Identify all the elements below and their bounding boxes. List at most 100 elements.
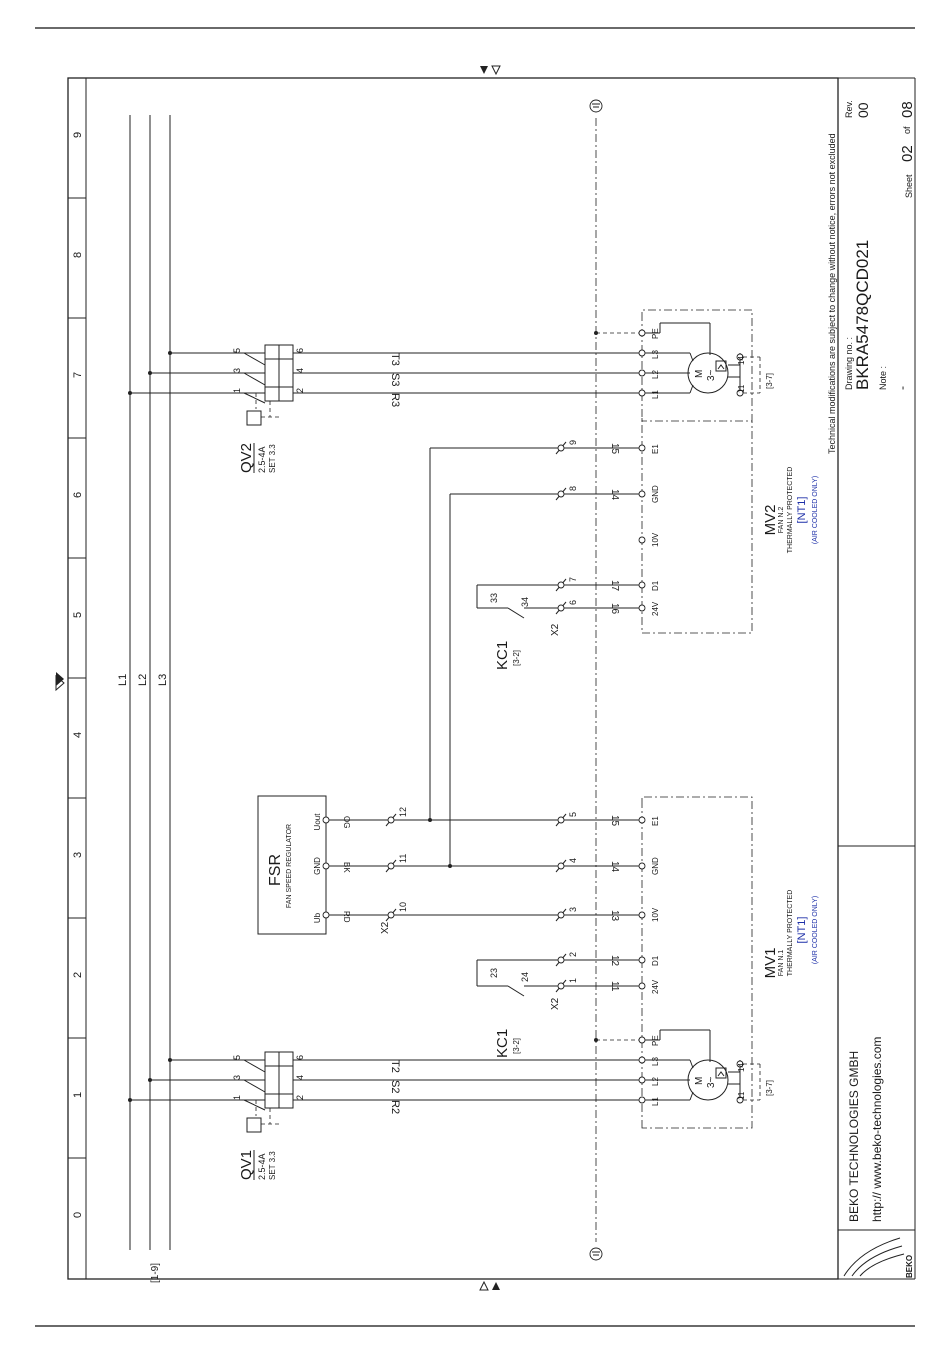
kc1-ref-1: [3-2]	[512, 1038, 521, 1054]
fsr-pin-ub: Ub	[313, 912, 322, 923]
grid-col-5: 5	[72, 612, 84, 618]
fsr-pin-uout: Uout	[313, 813, 322, 831]
x2-pin-1: 1	[568, 978, 578, 983]
x2-fsr-terminals: 10 11 12 X2 3 4 5	[329, 807, 642, 934]
kc1-tag-2: KC1	[494, 641, 511, 670]
rev-value: 00	[855, 102, 871, 118]
wire-t3: T3	[389, 353, 401, 366]
logo-text: BEKO	[905, 1255, 914, 1278]
mv2-term-l1: L1	[651, 390, 660, 399]
qv2-set: SET 3.3	[268, 444, 277, 473]
fsr-regulator: FSR FAN SPEED REGULATOR Ub GND Uout RD B…	[257, 795, 351, 935]
kc1-contact-34: 34	[520, 597, 530, 607]
breaker-qv1: 1 3 5 2 4 6 QV1 2.5-4A SET 3.3	[128, 1051, 305, 1180]
qv2-in-1: 1	[232, 388, 242, 393]
grid-col-4: 4	[72, 732, 84, 738]
title-block: Technical modifications are subject to c…	[827, 77, 916, 1280]
qv2-in-3: 3	[232, 368, 242, 373]
motor-mv2-symbol	[687, 352, 729, 394]
qv1-set: SET 3.3	[268, 1151, 277, 1180]
company-name: BEKO TECHNOLOGIES GMBH	[847, 1051, 861, 1222]
qv1-out-6: 6	[295, 1055, 305, 1060]
grid-strip: 0 1 2 3 4 5 6 7 8 9	[68, 132, 86, 1218]
mv1-term-e1: E1	[651, 816, 660, 826]
grid-col-9: 9	[72, 132, 84, 138]
rev-label: Rev.	[844, 100, 854, 118]
mv2-thermal: THERMALLY PROTECTED	[787, 467, 794, 553]
qv2-out-6: 6	[295, 348, 305, 353]
x2-pin-8: 8	[568, 486, 578, 491]
x2-label-mv2: X2	[550, 623, 561, 636]
x2-pin-10: 10	[398, 902, 408, 912]
bus-ref: [1-9]	[150, 1263, 161, 1283]
mv2-term-e1: E1	[651, 444, 660, 454]
mv1-term-gnd: GND	[651, 857, 660, 875]
wire-16: 16	[609, 603, 620, 615]
fsr-tag: FSR	[267, 854, 284, 886]
fan-mv2: L1 L2 L3 PE 24V D1 10V GND E1 M 3~ 11 14…	[594, 309, 819, 634]
mv1-term-24v: 24V	[651, 979, 660, 994]
earth-line	[589, 99, 603, 1261]
mv2-cool: (AIR COOLED ONLY)	[812, 476, 819, 544]
mv1-term-l3: L3	[651, 1057, 660, 1066]
x2-pin-6: 6	[568, 600, 578, 605]
sheet-number: 02	[899, 145, 916, 162]
wire-t2: T2	[389, 1060, 401, 1073]
motor-mv1-symbol	[687, 1059, 729, 1101]
mv1-term-10v: 10V	[651, 907, 660, 922]
mv1-th-14: 14	[737, 1063, 746, 1072]
mv1-term-pe: PE	[651, 1035, 660, 1046]
wire-15b: 15	[609, 443, 620, 455]
wire-12: 12	[609, 955, 620, 967]
qv1-in-3: 3	[232, 1075, 242, 1080]
x2-pin-12: 12	[398, 807, 408, 817]
mv2-term-10v: 10V	[651, 532, 660, 547]
fsr-pin-gnd: GND	[313, 857, 322, 875]
x2-pin-7: 7	[568, 577, 578, 582]
wire-14b: 14	[609, 489, 620, 501]
qv1-tag: QV1	[238, 1150, 255, 1180]
mv2-tag: MV2	[762, 505, 779, 536]
mv1-sub: FAN N.1	[778, 950, 785, 977]
wire-11: 11	[609, 981, 620, 992]
qv1-in-1: 1	[232, 1095, 242, 1100]
mv1-wire-numbers: 11 12 13 14 15	[609, 815, 620, 992]
qv2-out-2: 2	[295, 388, 305, 393]
wire-14: 14	[609, 861, 620, 873]
x2-label-mv1: X2	[550, 997, 561, 1010]
grid-col-0: 0	[72, 1212, 84, 1218]
wire-s3: S3	[389, 373, 401, 386]
mv1-nt: [NT1]	[796, 917, 808, 944]
kc1-contact-mv2: 6 7 X2 33 34 KC1 [3-2]	[476, 577, 642, 670]
breaker-qv2: 1 3 5 2 4 6 QV2 2.5-4A SET 3.3	[128, 344, 305, 473]
mv2-th-14: 14	[737, 356, 746, 365]
grid-col-6: 6	[72, 492, 84, 498]
grid-col-2: 2	[72, 972, 84, 978]
mv2-term-d1: D1	[651, 580, 660, 591]
mv2-motor-m: M	[694, 370, 705, 378]
grid-col-3: 3	[72, 852, 84, 858]
mv2-term-24v: 24V	[651, 601, 660, 616]
centre-markers	[55, 65, 501, 1291]
mv2-term-pe: PE	[651, 328, 660, 339]
x2-pin-2: 2	[568, 952, 578, 957]
fsr-color-og: OG	[342, 816, 351, 828]
qv2-out-4: 4	[295, 368, 305, 373]
bus-label-l2: L2	[137, 674, 149, 686]
drawing-frame	[67, 77, 839, 1280]
qv2-in-5: 5	[232, 348, 242, 353]
grid-col-8: 8	[72, 252, 84, 258]
note-value: -	[895, 386, 909, 390]
wire-s2: S2	[389, 1080, 401, 1093]
x2-label-fsr: X2	[380, 921, 391, 934]
sheet-label: Sheet	[904, 174, 914, 198]
mv1-cool: (AIR COOLED ONLY)	[812, 896, 819, 964]
x2-pin-3: 3	[568, 907, 578, 912]
mv1-ref: [3-7]	[765, 1080, 774, 1096]
mv2-motor-phase: 3~	[706, 369, 717, 381]
mv1-motor-phase: 3~	[706, 1076, 717, 1088]
beko-logo: BEKO	[843, 1237, 914, 1278]
bus-label-l1: L1	[117, 674, 129, 686]
qv1-out-4: 4	[295, 1075, 305, 1080]
